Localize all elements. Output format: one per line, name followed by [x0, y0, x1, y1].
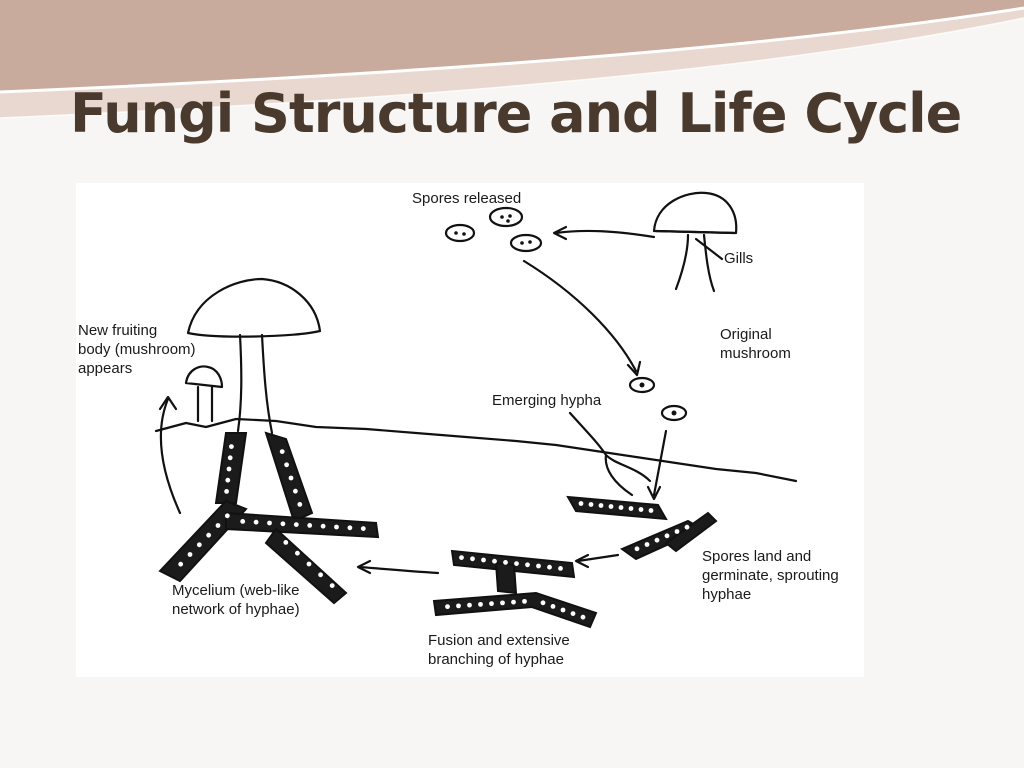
hypha-cell-dot	[654, 537, 660, 543]
hypha-cell-dot	[293, 488, 298, 494]
fungi-life-cycle-diagram: Spores released Gills Original mushroom …	[76, 183, 864, 677]
hypha-cell-dot	[634, 546, 640, 552]
hypha-cell-dot	[329, 583, 335, 588]
hypha-cell-dot	[550, 604, 556, 609]
header-swoosh-decoration	[0, 0, 1024, 119]
hypha-cell-dot	[227, 455, 233, 461]
arrow-land-to-fusion	[576, 553, 620, 563]
label-emerging-hypha: Emerging hypha	[492, 392, 602, 409]
hypha-cell-dot	[570, 611, 576, 616]
hypha-cell-dot	[560, 607, 566, 613]
hypha-cell-dot	[240, 519, 246, 524]
released-spores-icon	[444, 206, 543, 253]
label-original-mushroom: Original mushroom	[720, 326, 791, 362]
hypha-cell-dot	[674, 529, 680, 534]
hypha-cell-dot	[267, 520, 272, 526]
hypha-cell-dot	[470, 556, 475, 562]
hypha-cell-dot	[467, 602, 472, 608]
hypha-cell-dot	[306, 561, 312, 567]
hypha-cell-dot	[445, 604, 450, 610]
hypha-cell-dot	[536, 563, 541, 569]
hypha-cell-dot	[206, 532, 212, 538]
hypha-cell-dot	[295, 550, 300, 556]
hypha-cell-dot	[684, 524, 690, 530]
hypha-cell-dot	[187, 552, 193, 557]
arrow-new-fruiting	[159, 397, 182, 515]
hypha-cell-dot	[253, 519, 259, 525]
falling-spores-icon	[628, 376, 688, 422]
hypha-cell-dot	[224, 513, 230, 519]
hypha-cell-dot	[297, 502, 303, 507]
hypha-cell-dot	[588, 502, 594, 507]
label-spores-released: Spores released	[412, 190, 521, 207]
hypha-cell-dot	[628, 506, 634, 511]
hypha-cell-dot	[215, 523, 221, 528]
hypha-cell-dot	[522, 598, 527, 604]
hypha-cell-dot	[284, 462, 289, 468]
arrow-germinate	[652, 429, 668, 497]
ground-line	[154, 417, 798, 483]
hypha-cell-dot	[580, 614, 586, 620]
arrow-falling	[522, 259, 638, 373]
hypha-cell-dot	[500, 600, 505, 606]
hypha-cell-dot	[492, 558, 497, 564]
hypha-cell-dot	[478, 601, 483, 607]
hypha-cell-dot	[664, 533, 670, 539]
hypha-cell-dot	[318, 572, 323, 578]
hypha-cell-dot	[618, 505, 624, 510]
hypha-cell-dot	[511, 599, 516, 605]
hypha-cell-dot	[608, 504, 614, 509]
hypha-cell-dot	[578, 501, 584, 506]
hypha-cell-dot	[178, 561, 184, 567]
hypha-cell-dot	[279, 449, 285, 454]
hypha-cell-dot	[347, 525, 353, 531]
hypha-cell-dot	[547, 564, 552, 570]
original-mushroom-icon	[652, 191, 738, 293]
hypha-cell-dot	[598, 503, 604, 508]
mycelium-network-icon	[158, 431, 380, 605]
hypha-cell-dot	[514, 561, 519, 566]
hypha-cell-dot	[283, 540, 289, 545]
hypha-cell-dot	[334, 524, 339, 530]
hypha-cell-dot	[288, 475, 294, 481]
hypha-cell-dot	[481, 557, 486, 563]
hypha-cell-dot	[558, 566, 563, 571]
label-new-fruiting-body: New fruiting body (mushroom) appears	[78, 322, 200, 377]
label-mycelium: Mycelium (web-like network of hyphae)	[172, 582, 304, 618]
label-spores-land: Spores land and germinate, sprouting hyp…	[702, 548, 843, 603]
hypha-cell-dot	[644, 542, 650, 547]
hypha-cell-dot	[525, 562, 530, 568]
hypha-cell-dot	[225, 477, 231, 483]
hypha-cell-dot	[459, 555, 464, 560]
new-mushroom-icon	[184, 277, 322, 435]
slide-title: Fungi Structure and Life Cycle	[70, 82, 962, 145]
label-gills: Gills	[724, 250, 753, 267]
diagram-drawing: Spores released Gills Original mushroom …	[78, 190, 843, 668]
hypha-cell-dot	[456, 603, 461, 609]
hypha-cell-dot	[229, 444, 234, 449]
hypha-cell-dot	[293, 522, 299, 527]
emerging-hypha-icon	[568, 411, 652, 497]
hypha-cell-dot	[280, 521, 286, 527]
arrow-release	[554, 229, 656, 239]
hypha-cell-dot	[503, 560, 508, 565]
germinating-hyphae-icon	[566, 495, 718, 561]
fusion-branching-icon	[432, 549, 598, 629]
hypha-cell-dot	[489, 601, 494, 607]
hypha-cell-dot	[226, 466, 232, 472]
hypha-cell-dot	[360, 526, 366, 531]
hypha-cell-dot	[320, 523, 326, 529]
arrow-fusion-to-mycelium	[358, 565, 440, 575]
label-fusion-branching: Fusion and extensive branching of hyphae	[428, 632, 574, 668]
hypha-cell-dot	[196, 542, 202, 548]
hypha-cell-dot	[224, 489, 230, 494]
hypha-cell-dot	[307, 523, 313, 528]
hypha-cell-dot	[540, 600, 546, 606]
hypha-cell-dot	[648, 508, 654, 513]
hypha-cell-dot	[638, 507, 644, 512]
